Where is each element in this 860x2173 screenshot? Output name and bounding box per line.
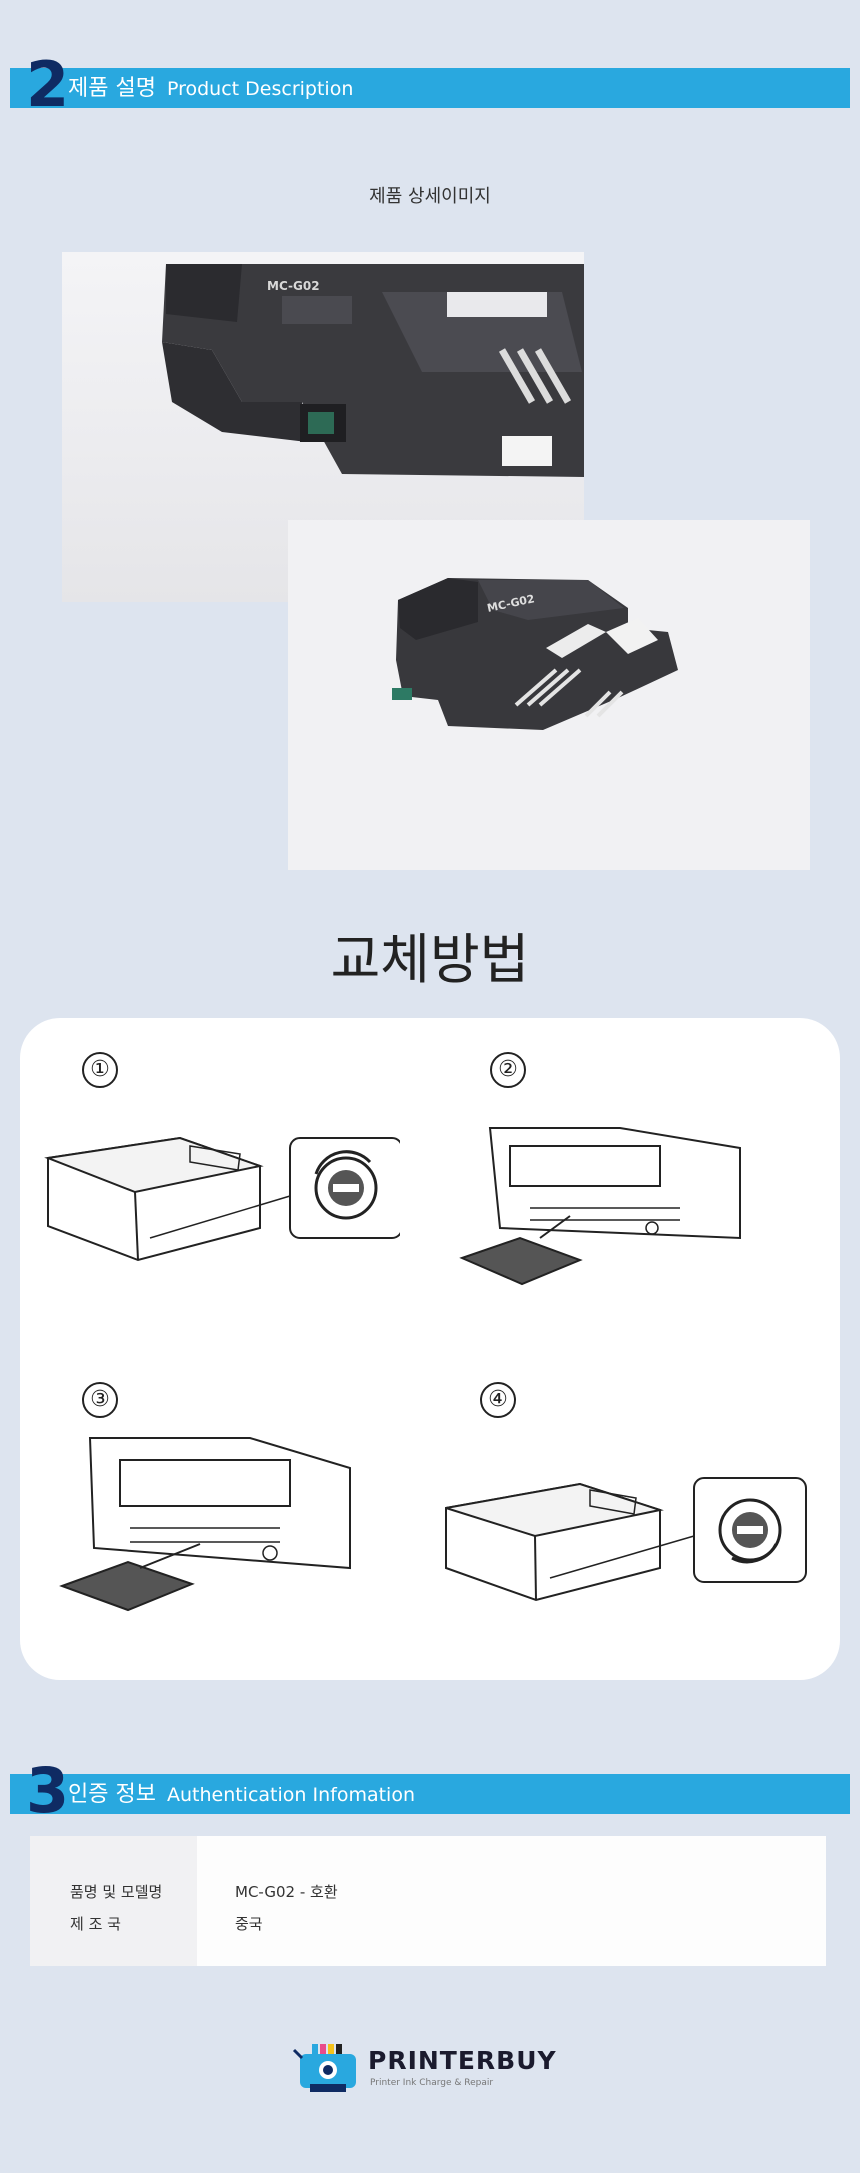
- product-photo-closeup: MC-G02: [62, 252, 584, 602]
- printerbuy-logo: PRINTERBUY Printer Ink Charge & Repair: [292, 2040, 592, 2096]
- section-title-en: Authentication Infomation: [166, 1784, 415, 1806]
- authentication-info-table: 품명 및 모델명 제 조 국 MC-G02 - 호환 중국: [30, 1836, 826, 1966]
- label-country: 제 조 국: [70, 1915, 121, 1933]
- step-2-illustration: [459, 1127, 741, 1286]
- logo-tagline: Printer Ink Charge & Repair: [370, 2078, 494, 2088]
- detail-image-caption: 제품 상세이미지: [369, 186, 491, 207]
- step-1: ①: [20, 1018, 400, 1288]
- section-number: 3: [26, 1754, 70, 1827]
- section-header-product-description: 2 제품 설명 Product Description: [10, 54, 850, 116]
- info-values: MC-G02 - 호환 중국: [197, 1836, 338, 1966]
- step-4-illustration: [445, 1477, 807, 1602]
- step-3-illustration: [59, 1437, 351, 1612]
- product-label-text: MC-G02: [267, 279, 320, 293]
- printer-mascot-icon: [292, 2044, 356, 2092]
- section-title: 인증 정보 Authentication Infomation: [68, 1782, 415, 1808]
- value-country: 중국: [235, 1915, 263, 1933]
- section-title-en: Product Description: [166, 78, 354, 100]
- step-4: ④: [440, 1348, 807, 1618]
- step-number: ①: [82, 1052, 118, 1088]
- section-header-authentication: 3 인증 정보 Authentication Infomation: [10, 1760, 850, 1822]
- section-title-ko: 제품 설명: [68, 76, 156, 101]
- replacement-method-title: 교체방법: [330, 928, 530, 991]
- label-model: 품명 및 모델명: [70, 1883, 163, 1901]
- logo-name: PRINTERBUY: [368, 2046, 557, 2075]
- step-number: ③: [82, 1382, 118, 1418]
- section-title-ko: 인증 정보: [68, 1782, 156, 1807]
- value-model: MC-G02 - 호환: [235, 1883, 338, 1901]
- info-labels: 품명 및 모델명 제 조 국: [30, 1836, 197, 1966]
- product-photo-overview: MC-G02: [288, 520, 810, 870]
- step-number: ④: [480, 1382, 516, 1418]
- step-1-illustration: [44, 1136, 400, 1262]
- section-title: 제품 설명 Product Description: [68, 76, 353, 102]
- step-number: ②: [490, 1052, 526, 1088]
- step-2: ②: [440, 1018, 800, 1288]
- section-number: 2: [26, 48, 70, 121]
- step-3: ③: [20, 1348, 380, 1618]
- replacement-steps-card: ① ② ③: [20, 1018, 840, 1680]
